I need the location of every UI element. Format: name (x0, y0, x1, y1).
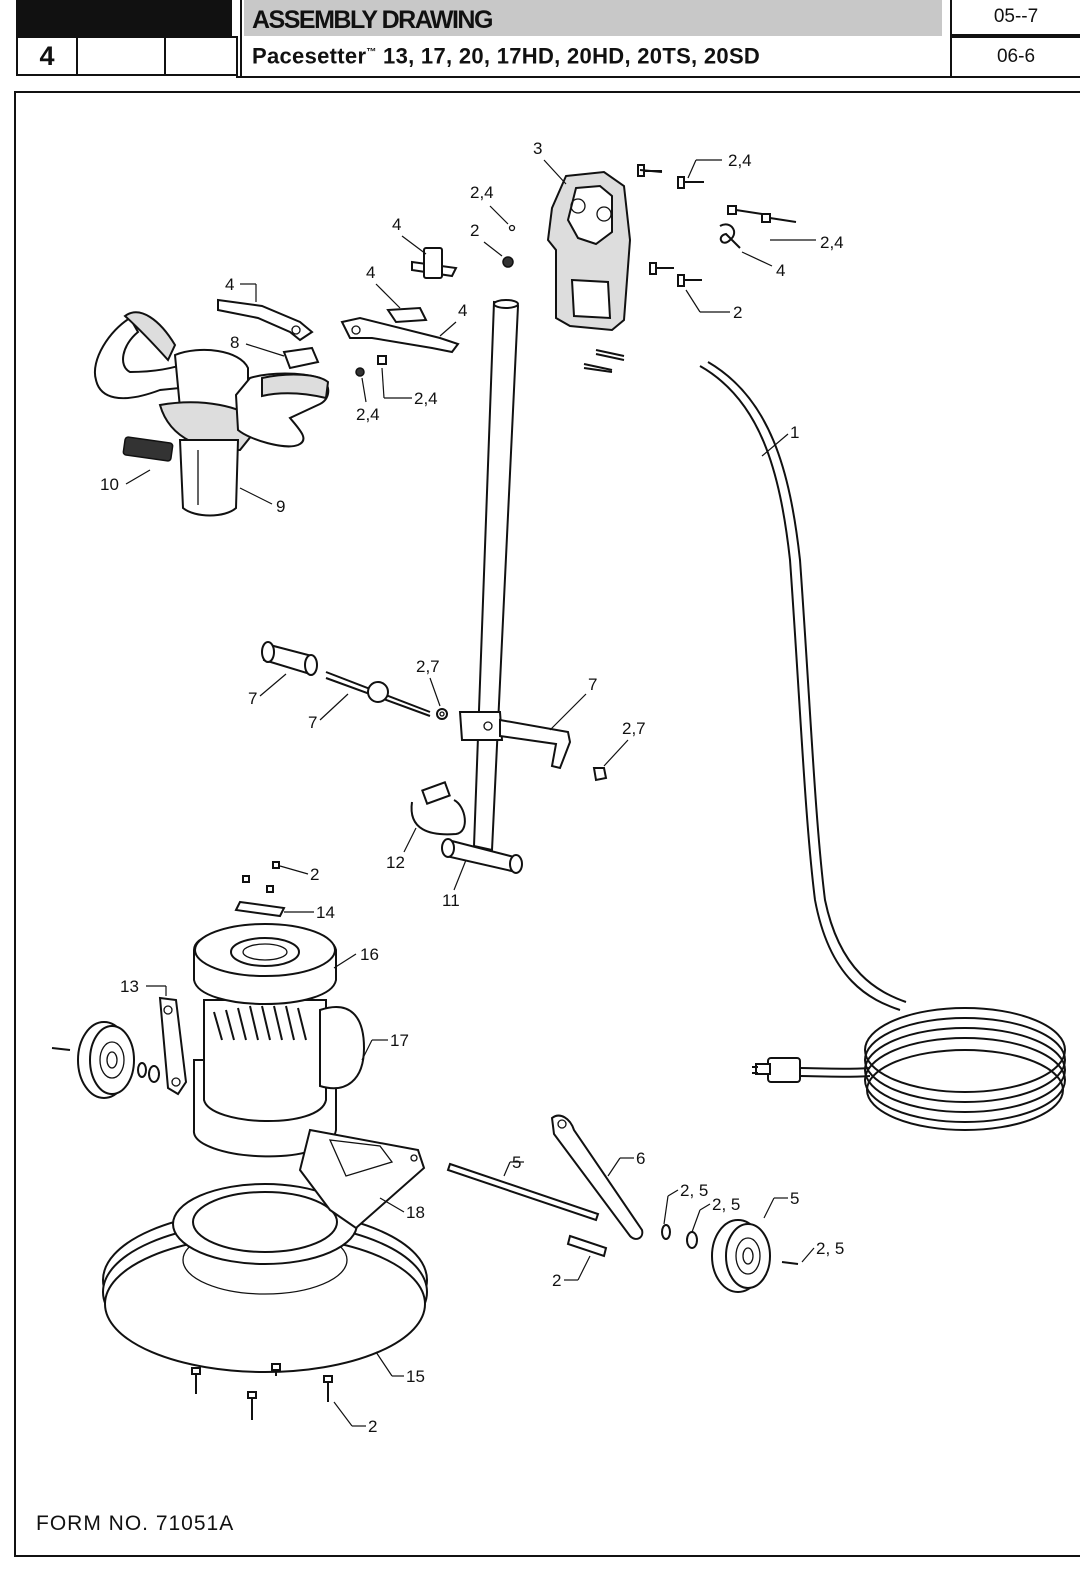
left-wheel (51, 1021, 160, 1099)
callout-label: 1 (790, 423, 799, 442)
callout-label: 4 (458, 301, 467, 320)
callout-label: 12 (386, 853, 405, 872)
callout-label: 2 (470, 221, 479, 240)
form-number: FORM NO. 71051A (36, 1512, 235, 1535)
right-wheel (661, 1219, 799, 1293)
model-subtitle: Pacesetter™ 13, 17, 20, 17HD, 20HD, 20TS… (244, 36, 950, 76)
callout-label: 2, 5 (816, 1239, 844, 1258)
callout-label: 4 (366, 263, 375, 282)
callout-label: 2, 5 (680, 1181, 708, 1200)
header-blank-cell (164, 36, 238, 76)
callout-label: 2 (552, 1271, 561, 1290)
page-code: 06-6 (950, 36, 1080, 78)
header: 4 ASSEMBLY DRAWING Pacesetter™ 13, 17, 2… (0, 0, 1080, 80)
callout-label: 3 (533, 139, 542, 158)
callout-label: 13 (120, 977, 139, 996)
control-housing (546, 170, 632, 332)
motor-assembly (158, 900, 366, 1158)
header-divider (236, 76, 950, 78)
callout-label: 2,4 (820, 233, 844, 252)
callout-label: 11 (442, 891, 460, 910)
callout-label: 7 (248, 689, 257, 708)
callout-label: 2 (368, 1417, 377, 1436)
page-title: ASSEMBLY DRAWING (244, 0, 942, 36)
switch-block (282, 346, 320, 370)
handle-lock (261, 641, 608, 782)
callout-label: 14 (316, 903, 335, 922)
product-name: Pacesetter (252, 43, 367, 69)
callout-label: 5 (790, 1189, 799, 1208)
header-blank-cell (76, 36, 166, 76)
callout-label: 2,7 (622, 719, 646, 738)
callout-label: 16 (360, 945, 379, 964)
power-cord (699, 361, 1066, 1131)
bottom-bolts (191, 861, 333, 1420)
callout-label: 2,4 (356, 405, 380, 424)
cable-harness (410, 781, 466, 836)
callout-label: 18 (406, 1203, 425, 1222)
decal-plate (122, 436, 174, 462)
trademark-symbol: ™ (366, 47, 377, 58)
callout-label: 2, 5 (712, 1195, 740, 1214)
model-list: 13, 17, 20, 17HD, 20HD, 20TS, 20SD (376, 43, 761, 69)
callout-label: 4 (776, 261, 785, 280)
handle-tube (441, 299, 523, 874)
callout-label: 2,4 (470, 183, 494, 202)
callout-label: 2,4 (728, 151, 752, 170)
callout-label: 2 (310, 865, 319, 884)
fasteners-top (355, 164, 797, 377)
callout-label: 17 (390, 1031, 409, 1050)
callout-label: 4 (392, 215, 401, 234)
callout-label: 15 (406, 1367, 425, 1386)
handle-assembly (93, 311, 330, 517)
callout-label: 7 (588, 675, 597, 694)
callout-label: 8 (230, 333, 239, 352)
callout-label: 7 (308, 713, 317, 732)
callout-label: 2,4 (414, 389, 438, 408)
callout-label: 10 (100, 475, 119, 494)
base-chassis (102, 1128, 428, 1373)
axle-parts (446, 1114, 644, 1258)
callout-labels: 3 2,4 2,4 2 4 4 4 4 2,4 4 8 2,4 2,4 2 1 … (100, 139, 844, 1436)
header-black-block (16, 0, 232, 36)
callout-label: 2 (733, 303, 742, 322)
revision-code: 05--7 (950, 0, 1080, 36)
lever-parts (217, 247, 460, 354)
callout-label: 6 (636, 1149, 645, 1168)
header-divider (240, 0, 242, 76)
callout-label: 9 (276, 497, 285, 516)
drawing-frame (14, 91, 1080, 1557)
callout-label: 4 (225, 275, 234, 294)
section-number: 4 (16, 36, 78, 76)
callout-label: 2,7 (416, 657, 440, 676)
